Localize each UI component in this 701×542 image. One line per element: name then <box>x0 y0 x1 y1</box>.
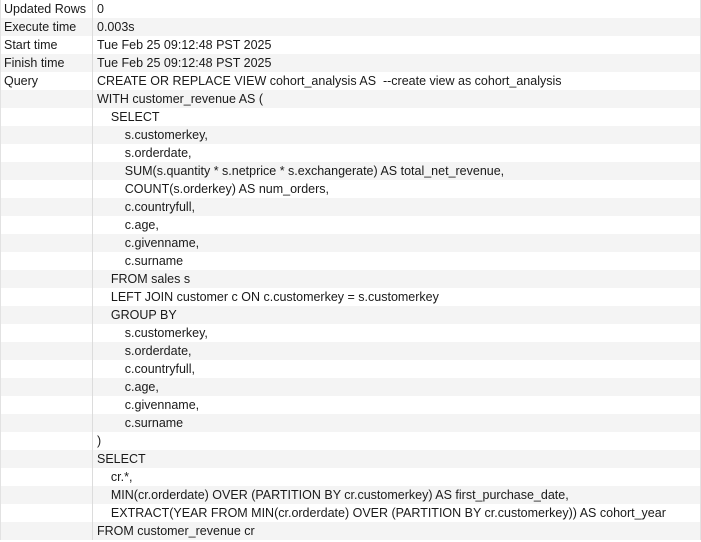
row-key <box>0 234 93 252</box>
result-row[interactable]: c.age, <box>0 216 701 234</box>
row-key <box>0 126 93 144</box>
result-row[interactable]: COUNT(s.orderkey) AS num_orders, <box>0 180 701 198</box>
row-key: Execute time <box>0 18 93 36</box>
result-row[interactable]: SELECT <box>0 108 701 126</box>
result-row[interactable]: MIN(cr.orderdate) OVER (PARTITION BY cr.… <box>0 486 701 504</box>
row-value: c.surname <box>92 252 701 270</box>
row-key: Query <box>0 72 93 90</box>
row-value: 0.003s <box>92 18 701 36</box>
row-key <box>0 252 93 270</box>
row-key <box>0 504 93 522</box>
result-row[interactable]: ) <box>0 432 701 450</box>
result-row[interactable]: c.countryfull, <box>0 360 701 378</box>
row-value: 0 <box>92 0 701 18</box>
row-key <box>0 360 93 378</box>
row-key: Updated Rows <box>0 0 93 18</box>
row-key <box>0 432 93 450</box>
result-row[interactable]: s.orderdate, <box>0 144 701 162</box>
row-key <box>0 396 93 414</box>
row-key <box>0 450 93 468</box>
row-key <box>0 342 93 360</box>
row-value: c.age, <box>92 378 701 396</box>
row-value: CREATE OR REPLACE VIEW cohort_analysis A… <box>92 72 701 90</box>
row-key <box>0 522 93 540</box>
result-row[interactable]: cr.*, <box>0 468 701 486</box>
row-value: c.age, <box>92 216 701 234</box>
result-row[interactable]: c.givenname, <box>0 396 701 414</box>
row-value: GROUP BY <box>92 306 701 324</box>
row-key: Finish time <box>0 54 93 72</box>
row-value: c.countryfull, <box>92 198 701 216</box>
row-value: SELECT <box>92 108 701 126</box>
row-key <box>0 486 93 504</box>
row-value: LEFT JOIN customer c ON c.customerkey = … <box>92 288 701 306</box>
row-value: MIN(cr.orderdate) OVER (PARTITION BY cr.… <box>92 486 701 504</box>
row-value: s.customerkey, <box>92 126 701 144</box>
result-row[interactable]: FROM customer_revenue cr <box>0 522 701 540</box>
row-key: Start time <box>0 36 93 54</box>
result-row[interactable]: c.countryfull, <box>0 198 701 216</box>
row-value: c.countryfull, <box>92 360 701 378</box>
row-key <box>0 162 93 180</box>
row-key <box>0 378 93 396</box>
result-row[interactable]: FROM sales s <box>0 270 701 288</box>
result-row[interactable]: c.surname <box>0 414 701 432</box>
row-value: Tue Feb 25 09:12:48 PST 2025 <box>92 36 701 54</box>
row-key <box>0 288 93 306</box>
result-row[interactable]: s.customerkey, <box>0 324 701 342</box>
row-value: FROM customer_revenue cr <box>92 522 701 540</box>
row-value: cr.*, <box>92 468 701 486</box>
result-row[interactable]: SUM(s.quantity * s.netprice * s.exchange… <box>0 162 701 180</box>
result-row[interactable]: c.givenname, <box>0 234 701 252</box>
row-value: c.surname <box>92 414 701 432</box>
row-key <box>0 90 93 108</box>
result-row[interactable]: c.age, <box>0 378 701 396</box>
row-value: s.orderdate, <box>92 144 701 162</box>
row-value: c.givenname, <box>92 234 701 252</box>
row-key <box>0 108 93 126</box>
row-key <box>0 414 93 432</box>
row-value: WITH customer_revenue AS ( <box>92 90 701 108</box>
row-key <box>0 198 93 216</box>
row-key <box>0 144 93 162</box>
row-key <box>0 306 93 324</box>
result-row[interactable]: LEFT JOIN customer c ON c.customerkey = … <box>0 288 701 306</box>
row-key <box>0 180 93 198</box>
result-row[interactable]: WITH customer_revenue AS ( <box>0 90 701 108</box>
row-value: SUM(s.quantity * s.netprice * s.exchange… <box>92 162 701 180</box>
result-row[interactable]: c.surname <box>0 252 701 270</box>
row-key <box>0 468 93 486</box>
row-value: s.customerkey, <box>92 324 701 342</box>
result-row[interactable]: s.customerkey, <box>0 126 701 144</box>
row-key <box>0 324 93 342</box>
row-key <box>0 216 93 234</box>
row-value: ) <box>92 432 701 450</box>
row-value: EXTRACT(YEAR FROM MIN(cr.orderdate) OVER… <box>92 504 701 522</box>
result-row[interactable]: s.orderdate, <box>0 342 701 360</box>
row-value: c.givenname, <box>92 396 701 414</box>
row-value: s.orderdate, <box>92 342 701 360</box>
row-value: COUNT(s.orderkey) AS num_orders, <box>92 180 701 198</box>
row-value: Tue Feb 25 09:12:48 PST 2025 <box>92 54 701 72</box>
row-key <box>0 270 93 288</box>
result-row[interactable]: EXTRACT(YEAR FROM MIN(cr.orderdate) OVER… <box>0 504 701 522</box>
row-value: SELECT <box>92 450 701 468</box>
result-row[interactable]: GROUP BY <box>0 306 701 324</box>
row-value: FROM sales s <box>92 270 701 288</box>
result-row[interactable]: SELECT <box>0 450 701 468</box>
